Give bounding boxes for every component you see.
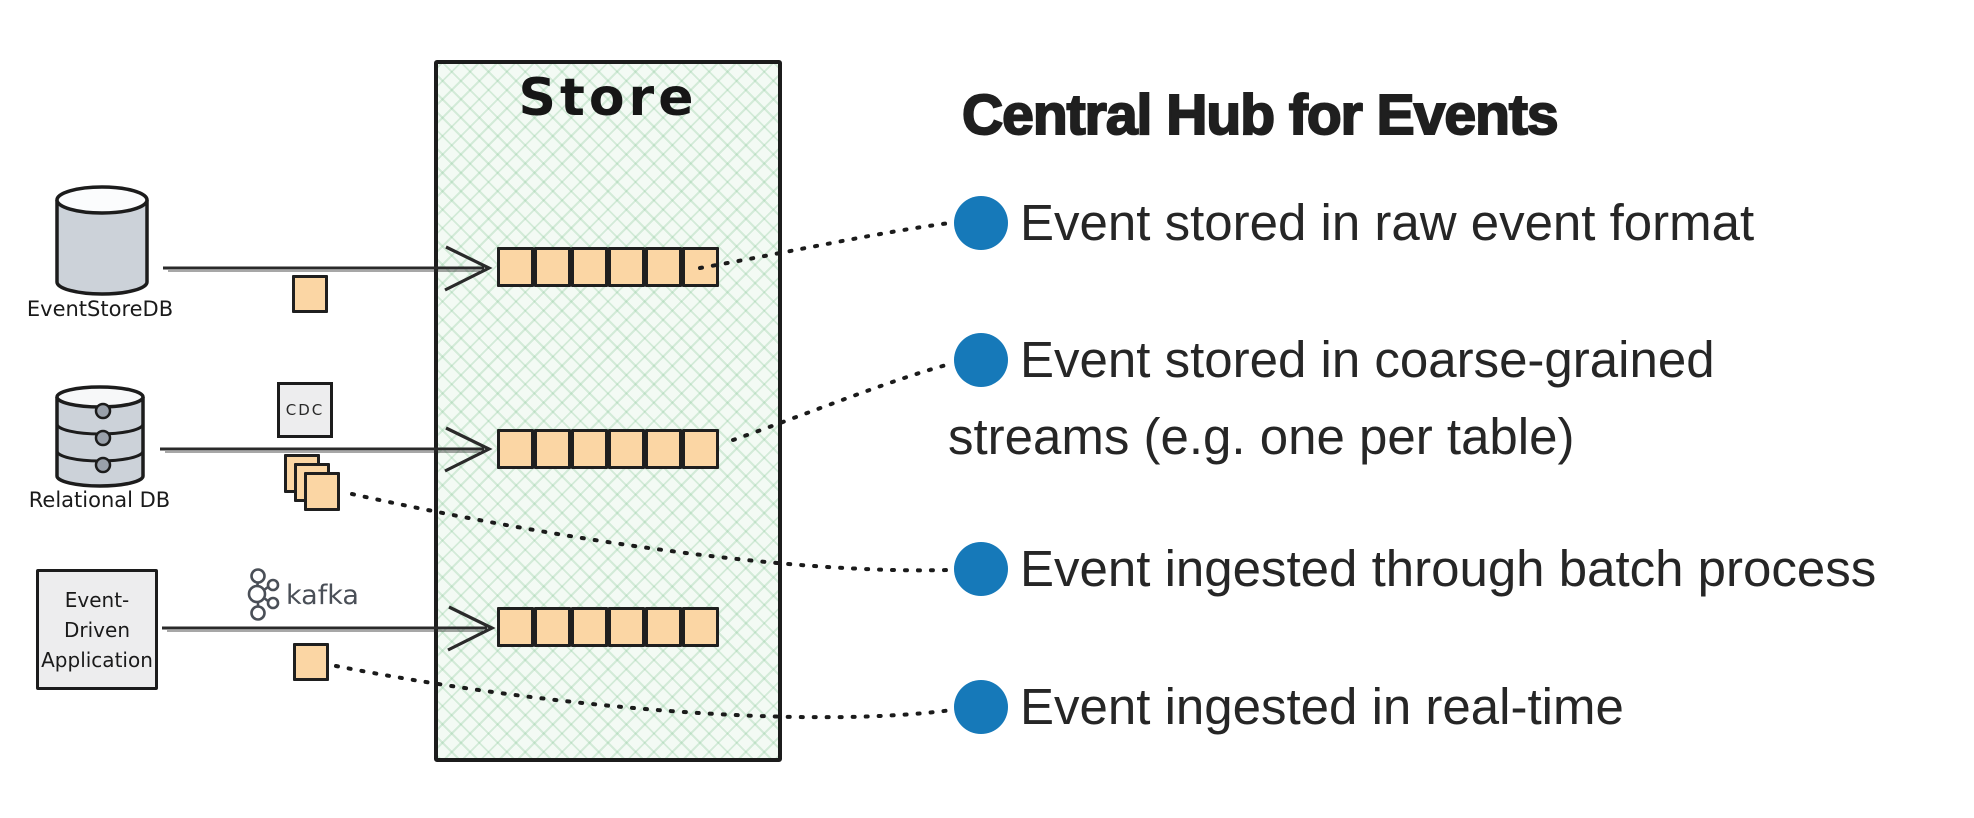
event-stream-row-raw: [497, 247, 719, 287]
single-event-square: [293, 643, 329, 681]
event-driven-app-label-line: Application: [41, 647, 153, 672]
event-square: [534, 429, 571, 469]
single-event-square: [292, 275, 328, 313]
event-stream-row-realtime: [497, 607, 719, 647]
event-square: [497, 247, 534, 287]
eventstoredb-cylinder-icon: [55, 185, 149, 296]
bullet-text: Event ingested in real-time: [1020, 678, 1624, 735]
bullet-text: Event stored in raw event format: [1020, 194, 1755, 251]
bullet-item-batch-process: Event ingested through batch process: [948, 530, 1958, 607]
stacked-event-squares: [284, 454, 342, 514]
bullet-text: Event stored in coarse-grained: [1020, 331, 1715, 388]
event-square: [571, 429, 608, 469]
event-square: [571, 247, 608, 287]
event-square: [304, 472, 340, 511]
event-square: [608, 429, 645, 469]
bullet-marker-icon: [954, 333, 1008, 387]
event-square: [645, 607, 682, 647]
store-box: [434, 60, 782, 762]
bullet-item-real-time: Event ingested in real-time: [948, 668, 1958, 745]
store-title: Store: [518, 68, 698, 128]
event-square: [608, 247, 645, 287]
event-square: [571, 607, 608, 647]
cdc-box: CDC: [277, 382, 333, 438]
event-square: [645, 247, 682, 287]
event-square: [534, 607, 571, 647]
kafka-label: kafka: [286, 580, 359, 611]
event-driven-app-box: Event- Driven Application: [36, 569, 158, 690]
event-square: [682, 247, 719, 287]
event-square: [497, 429, 534, 469]
eventstoredb-label: EventStoreDB: [26, 297, 174, 321]
event-square: [534, 247, 571, 287]
event-square: [645, 429, 682, 469]
bullet-marker-icon: [954, 680, 1008, 734]
event-square: [497, 607, 534, 647]
event-square: [682, 429, 719, 469]
cdc-label: CDC: [285, 401, 325, 419]
event-driven-app-label-line: Event-: [64, 587, 130, 612]
page-title: Central Hub for Events: [961, 82, 1560, 148]
relational-db-label: Relational DB: [28, 488, 171, 512]
kafka-icon: [247, 568, 280, 621]
event-square: [608, 607, 645, 647]
bullet-marker-icon: [954, 196, 1008, 250]
bullet-item-raw-format: Event stored in raw event format: [948, 184, 1958, 261]
event-driven-app-label-line: Driven: [64, 617, 130, 642]
bullet-text: Event ingested through batch process: [1020, 540, 1877, 597]
event-square: [682, 607, 719, 647]
bullet-item-coarse-grained: Event stored in coarse-grained streams (…: [948, 321, 1958, 475]
event-stream-row-coarse: [497, 429, 719, 469]
bullet-marker-icon: [954, 542, 1008, 596]
bullet-text: streams (e.g. one per table): [948, 408, 1575, 465]
relational-db-cylinder-icon: [55, 385, 145, 488]
